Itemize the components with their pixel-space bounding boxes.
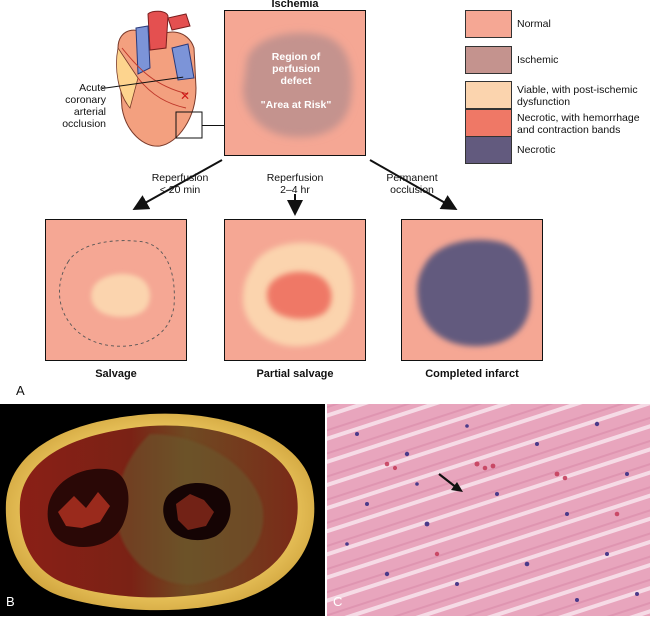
legend-swatch — [465, 46, 512, 74]
viable-region — [91, 273, 150, 317]
leader-line-box — [202, 125, 224, 126]
ischemia-tile: Region of perfusion defect "Area at Risk… — [224, 10, 366, 156]
legend-swatch — [465, 136, 512, 164]
perfusion-label-line: defect — [280, 75, 312, 87]
ischemic-region — [243, 32, 353, 138]
pathway-label-completed: Permanent occlusion — [372, 172, 452, 196]
legend-label: Normal — [517, 18, 551, 30]
necrotic-region — [417, 239, 531, 347]
pathway-label-line: Reperfusion — [266, 172, 324, 184]
pathway-label-salvage: Reperfusion < 20 min — [140, 172, 220, 196]
salvage-tile — [45, 219, 187, 361]
pathway-label-line: 2–4 hr — [280, 184, 310, 196]
svg-text:✕: ✕ — [180, 89, 190, 103]
legend-swatch — [465, 10, 512, 38]
perfusion-label-line: perfusion — [272, 63, 320, 75]
caption-completed-infarct: Completed infarct — [425, 368, 519, 380]
caption-salvage: Salvage — [95, 368, 137, 380]
panel-letter-b: B — [6, 594, 15, 609]
panel-letter-a: A — [16, 383, 25, 398]
legend-swatch — [465, 109, 512, 137]
heart-label-line: Acute — [79, 82, 106, 94]
pathway-label-line: Reperfusion — [151, 172, 209, 184]
ischemia-title: Ischemia — [271, 0, 319, 10]
perfusion-label: Region of perfusion defect — [225, 51, 365, 87]
hemorrhagic-necrosis-region — [266, 271, 332, 319]
pathway-label-line: occlusion — [390, 184, 434, 196]
legend-label: Viable, with post-ischemic dysfunction — [517, 84, 638, 108]
pathway-label-line: Permanent — [386, 172, 438, 184]
panel-c-histology: C — [327, 404, 650, 616]
legend-label: Necrotic — [517, 144, 556, 156]
pointer-arrow — [438, 473, 463, 492]
legend-swatch — [465, 81, 512, 109]
partial-salvage-regions — [243, 242, 354, 347]
completed-infarct-tile — [401, 219, 543, 361]
heart-label: Acute coronary arterial occlusion — [52, 82, 106, 130]
panel-b-gross-photo: B — [0, 404, 325, 616]
legend-label: Necrotic, with hemorrhage and contractio… — [517, 112, 640, 136]
heart-label-line: coronary — [65, 94, 106, 106]
legend-label: Ischemic — [517, 54, 559, 66]
arrow-completed — [369, 159, 458, 210]
infarct-regions — [417, 239, 531, 347]
pathway-arrows — [132, 159, 458, 216]
heart-slice-illustration — [5, 413, 315, 611]
partial-salvage-tile — [224, 219, 366, 361]
heart-illustration: ✕ — [116, 10, 203, 147]
salvage-regions — [59, 240, 175, 347]
pathway-label-partial: Reperfusion 2–4 hr — [255, 172, 335, 196]
panel-letter-c: C — [333, 594, 343, 609]
perfusion-label-line: Region of — [271, 51, 321, 63]
area-at-risk-label: "Area at Risk" — [260, 99, 332, 111]
caption-partial-salvage: Partial salvage — [256, 368, 334, 380]
heart-label-line: arterial — [73, 106, 106, 118]
pathway-label-line: < 20 min — [159, 184, 201, 196]
heart-label-line: occlusion — [62, 118, 106, 130]
histology-illustration — [327, 404, 650, 616]
arrow-salvage — [132, 159, 223, 210]
